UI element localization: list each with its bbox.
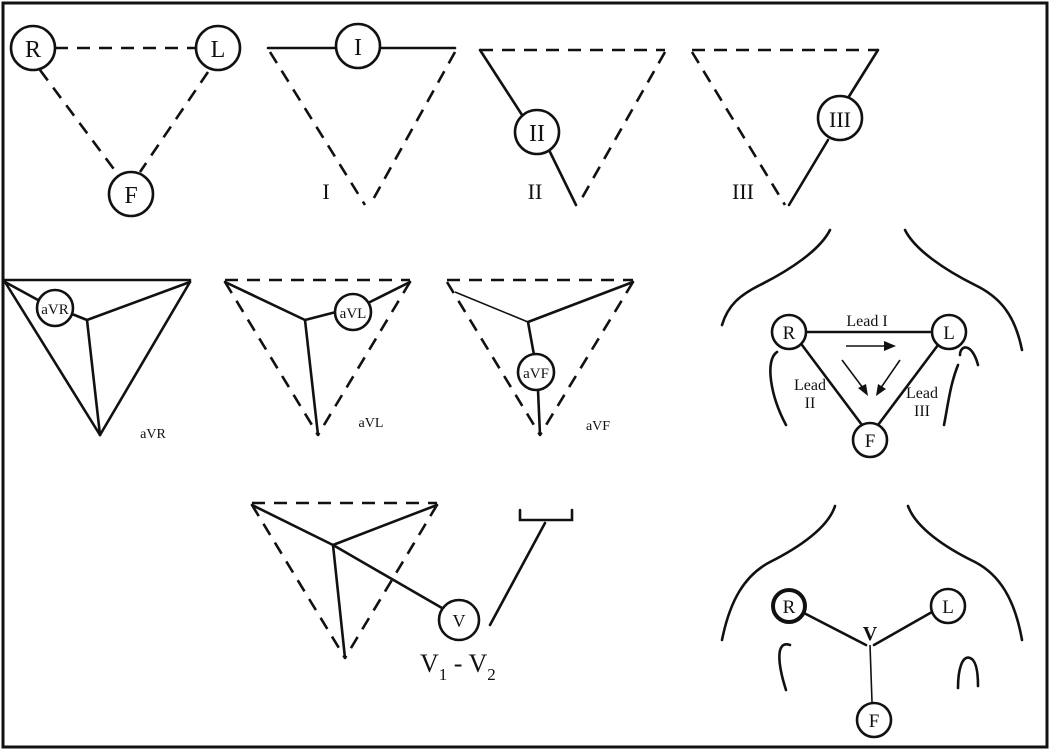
lead-i-triangle: I I (268, 24, 455, 205)
wilson-right-arm (958, 658, 978, 688)
avf-dashed-right (540, 282, 633, 435)
avr-spoke-r-inner (72, 314, 87, 320)
avr-caption: aVR (140, 427, 166, 442)
edge-l-f (140, 72, 208, 172)
einthoven-node-r-label: R (783, 323, 796, 344)
wilson-node-l-label: L (942, 597, 954, 618)
torso-left-shoulder (722, 230, 830, 325)
chest-lead-triangle: V V1 - V2 (252, 503, 572, 684)
avf-spoke-r (455, 292, 528, 322)
avf-node-label: aVF (523, 366, 549, 382)
right-arm-outline (960, 347, 978, 365)
einthoven-node-l-label: L (943, 323, 955, 344)
lead-iii-arrow-head (876, 384, 886, 396)
avf-spoke-f-lower (538, 390, 540, 435)
lead-ii-dashed-right (578, 52, 665, 205)
avr-node-label: aVR (41, 302, 69, 318)
lead-ii-caption: II (528, 179, 543, 204)
lead-iii-caption: III (732, 179, 754, 204)
einthoven-lead-ii-label-1: Lead (794, 377, 826, 394)
lead-iii-triangle: III III (692, 50, 878, 205)
electrode-triangle: R L F (11, 26, 240, 216)
chest-dashed-right (345, 505, 437, 658)
einthoven-lead-iii-label-2: III (914, 403, 930, 420)
avf-spoke-l (528, 282, 633, 322)
einthoven-node-f-label: F (865, 431, 876, 452)
lead-ii-node-label: II (529, 121, 545, 147)
avf-triangle: aVF aVF (447, 280, 633, 435)
chest-v-node-label: V (453, 611, 466, 631)
edge-r-f (40, 70, 122, 180)
lead-iii-solid-lower (789, 140, 828, 205)
lead-ii-solid-upper (480, 50, 524, 118)
chest-caption: V1 - V2 (420, 649, 496, 684)
avr-right (100, 282, 190, 435)
einthoven-lead-iii-label-1: Lead (906, 385, 938, 402)
lead-i-caption: I (322, 179, 329, 204)
chest-electrode-wire (490, 523, 545, 625)
avl-spoke-l-inner (305, 312, 336, 320)
wilson-spoke-r (802, 612, 866, 645)
avr-spoke-l (87, 282, 190, 320)
electrode-r-label: R (25, 37, 41, 63)
electrode-f-label: F (124, 183, 137, 209)
wilson-node-f-label: F (869, 711, 880, 732)
avf-caption: aVF (586, 419, 610, 434)
einthoven-lead-ii-label-2: II (805, 395, 816, 412)
avl-triangle: aVL aVL (225, 280, 410, 435)
avl-node-label: aVL (340, 306, 367, 322)
chest-spoke-l (333, 505, 437, 545)
lead-iii-solid-upper (848, 50, 878, 98)
lead-ii-solid-lower (550, 152, 576, 205)
wilson-left-arm (779, 644, 790, 690)
electrode-l-label: L (211, 37, 226, 63)
avl-caption: aVL (359, 416, 384, 431)
lead-ii-triangle: II II (480, 50, 665, 205)
lead-i-arrow-head (884, 341, 896, 351)
wilson-node-r-label: R (783, 597, 796, 618)
lead-iii-node-label: III (829, 107, 851, 132)
chest-electrode-bracket (520, 510, 572, 520)
wilson-panel: R L F V (722, 506, 1022, 737)
avf-spoke-f-upper (528, 322, 534, 355)
left-arm-outline (770, 352, 786, 425)
right-arm-lower (944, 365, 958, 425)
chest-spoke-v (333, 545, 442, 608)
einthoven-panel: R L F Lead I Lead II Lead III (722, 230, 1022, 457)
wilson-center-label: V (863, 623, 878, 645)
lead-i-dashed-left (270, 52, 365, 205)
lead-i-node-label: I (354, 35, 362, 61)
wilson-torso-right (908, 506, 1022, 640)
avr-triangle: aVR aVR (5, 280, 190, 442)
einthoven-lead-i-label: Lead I (846, 313, 887, 330)
wilson-spoke-f (870, 645, 872, 702)
wilson-spoke-l (874, 612, 932, 645)
lead-ii-arrow-head (858, 384, 868, 396)
lead-i-dashed-right (370, 52, 455, 205)
